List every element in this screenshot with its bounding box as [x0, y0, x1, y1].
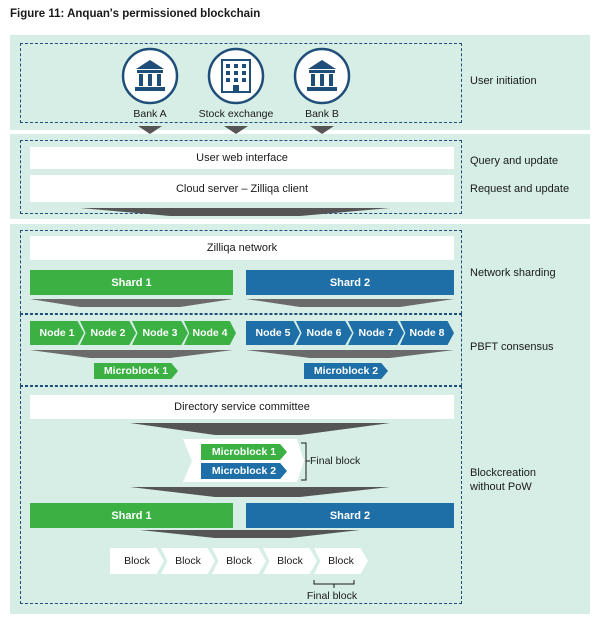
frame-user-initiation — [20, 43, 462, 123]
funnel-arrow — [30, 350, 233, 358]
funnel-arrow — [80, 208, 390, 216]
node-chevron: Node 3 — [132, 321, 188, 345]
frame-sharding — [20, 230, 462, 314]
final-block-bracket — [301, 442, 355, 588]
funnel-arrow — [140, 530, 360, 538]
node-chevron: Node 2 — [80, 321, 136, 345]
node-chevron: Node 5 — [246, 321, 300, 345]
microblock-2-tag: Microblock 2 — [304, 363, 388, 379]
funnel-arrow — [130, 487, 390, 497]
bank-icon — [293, 47, 351, 105]
frame-pbft — [20, 314, 462, 386]
block-chevron: Block — [110, 548, 164, 574]
shard-1-bottom-bar: Shard 1 — [30, 503, 233, 528]
shard-2-bottom-bar: Shard 2 — [246, 503, 454, 528]
user-label-bank-a: Bank A — [133, 108, 167, 120]
block-chevron: Block — [263, 548, 317, 574]
funnel-arrow — [246, 350, 454, 358]
user-web-interface-bar: User web interface — [30, 147, 454, 169]
funnel-arrow — [30, 299, 233, 307]
step-pbft-consensus: PBFT consensus — [470, 341, 554, 353]
block-chevron: Block — [314, 548, 368, 574]
block-chevron: Block — [161, 548, 215, 574]
step-network-sharding: Network sharding — [470, 267, 556, 279]
zilliqa-network-bar: Zilliqa network — [30, 236, 454, 260]
node-chevron: Node 4 — [184, 321, 236, 345]
node-chevron: Node 1 — [30, 321, 84, 345]
final-microblock-2: Microblock 2 — [201, 463, 287, 479]
directory-committee-bar: Directory service committee — [30, 395, 454, 419]
node-chevron: Node 6 — [296, 321, 352, 345]
step-query-update: Query and update — [470, 155, 559, 167]
bank-icon — [121, 47, 179, 105]
microblock-1-tag: Microblock 1 — [94, 363, 178, 379]
node-chevron: Node 7 — [348, 321, 404, 345]
final-block-label: Final block — [310, 455, 361, 467]
shard-2-bar: Shard 2 — [246, 270, 454, 295]
user-arrows — [138, 126, 334, 134]
block-chevron: Block — [212, 548, 266, 574]
final-block-bottom-label: Final block — [306, 590, 358, 602]
funnel-arrow — [246, 299, 454, 307]
final-microblock-1: Microblock 1 — [201, 444, 287, 460]
user-label-bank-b: Bank B — [305, 108, 339, 120]
node-chevron: Node 8 — [400, 321, 454, 345]
cloud-server-bar: Cloud server – Zilliqa client — [30, 175, 454, 202]
frame-blockcreation — [20, 386, 462, 604]
step-request-update: Request and update — [470, 183, 570, 195]
step-blockcreation: Blockcreation without PoW — [470, 467, 537, 493]
figure-title: Figure 11: Anquan's permissioned blockch… — [10, 8, 261, 20]
shard-1-bar: Shard 1 — [30, 270, 233, 295]
funnel-arrow — [130, 423, 390, 435]
user-label-stock-exchange: Stock exchange — [198, 108, 274, 120]
step-user-initiation: User initiation — [470, 75, 537, 87]
office-building-icon — [207, 47, 265, 105]
